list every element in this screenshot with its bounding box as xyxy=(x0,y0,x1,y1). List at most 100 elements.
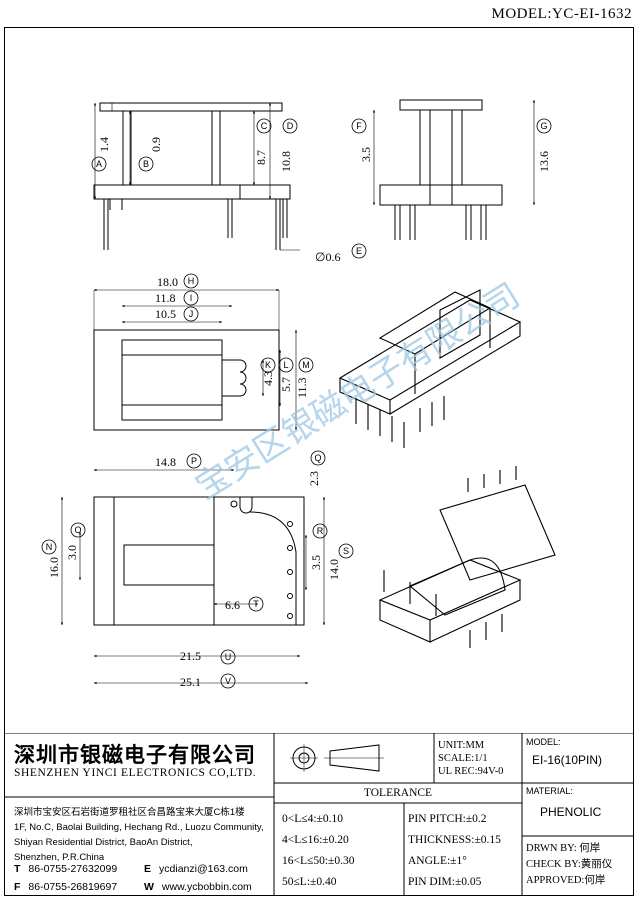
dim-0-9: 0.9 xyxy=(149,137,163,152)
unit-info: UNIT:MM SCALE:1/1 UL REC:94V-0 xyxy=(438,739,503,778)
dim-5-7: 5.7 xyxy=(279,377,293,392)
company-name-en: SHENZHEN YINCI ELECTRONICS CO,LTD. xyxy=(14,767,257,779)
dim-11-8: 11.8 xyxy=(155,291,176,305)
callout-s: S xyxy=(338,543,354,559)
dim-18-0: 18.0 xyxy=(157,275,178,289)
callout-n: N xyxy=(41,539,57,555)
callout-d: D xyxy=(282,118,298,134)
address-line: 深圳市宝安区石岩街道罗租社区合昌路宝来大厦C栋1楼 xyxy=(14,807,245,818)
tolerance-col-2: PIN PITCH:±0.2 THICKNESS:±0.15 ANGLE:±1°… xyxy=(408,809,501,893)
dim-6-6: 6.6 xyxy=(225,598,240,612)
unit-label: UNIT:MM xyxy=(438,740,485,751)
svg-text:O: O xyxy=(74,525,81,535)
dim-3-0: 3.0 xyxy=(65,545,79,560)
svg-text:I: I xyxy=(190,293,193,303)
svg-text:C: C xyxy=(261,121,268,131)
signoff-block: DRWN BY: 何岸 CHECK BY:黄丽仪 APPROVED:何岸 xyxy=(526,841,612,889)
svg-text:L: L xyxy=(283,360,288,370)
svg-text:M: M xyxy=(302,360,310,370)
web-value[interactable]: www.ycbobbin.com xyxy=(161,881,252,893)
callout-b: B xyxy=(138,156,154,172)
tolerance-row: 0<L≤4:±0.10 xyxy=(282,813,343,825)
email-value[interactable]: ycdianzi@163.com xyxy=(159,863,248,875)
tolerance-row: 16<L≤50:±0.30 xyxy=(282,855,355,867)
tolerance-row: ANGLE:±1° xyxy=(408,855,467,867)
technical-drawing: 1.4 0.9 8.7 10.8 3.5 13.6 ∅0.6 18.0 11.8… xyxy=(41,99,556,689)
top-view xyxy=(93,288,298,431)
fax-value: 86-0755-26819697 xyxy=(28,881,118,893)
svg-text:V: V xyxy=(225,676,231,686)
callout-h: H xyxy=(183,273,199,289)
dim-16-0: 16.0 xyxy=(47,557,61,578)
model-label: MODEL: xyxy=(526,737,561,747)
iso-view-1 xyxy=(338,289,522,448)
drawing-frame xyxy=(4,27,634,896)
company-name-cn: 深圳市银磁电子有限公司 xyxy=(14,743,256,767)
svg-text:J: J xyxy=(189,309,194,319)
drawn-by: DRWN BY: 何岸 xyxy=(526,843,601,854)
dim-pin-dia: ∅0.6 xyxy=(315,250,340,264)
svg-text:Q: Q xyxy=(314,453,321,463)
svg-text:S: S xyxy=(343,546,349,556)
svg-text:E: E xyxy=(356,246,362,256)
side-view xyxy=(372,99,536,240)
callout-t: T xyxy=(248,596,264,612)
address-line: Shenzhen, P.R.China xyxy=(14,852,105,863)
check-by: CHECK BY:黄丽仪 xyxy=(526,859,613,870)
callout-g: G xyxy=(536,118,552,134)
dim-21-5: 21.5 xyxy=(180,649,201,663)
callout-l: L xyxy=(278,357,294,373)
dim-8-7: 8.7 xyxy=(254,150,268,165)
iso-view-2 xyxy=(378,466,556,648)
dim-4-3: 4.3 xyxy=(261,371,275,386)
svg-text:B: B xyxy=(143,159,149,169)
dim-10-8: 10.8 xyxy=(279,151,293,172)
dim-1-4: 1.4 xyxy=(97,137,111,152)
svg-text:U: U xyxy=(225,652,232,662)
svg-text:D: D xyxy=(287,121,294,131)
callout-j: J xyxy=(183,306,199,322)
dim-3-5-bottom: 3.5 xyxy=(309,555,323,570)
dim-3-5-side: 3.5 xyxy=(359,147,373,162)
approved-by: APPROVED:何岸 xyxy=(526,875,606,886)
tolerance-title: TOLERANCE xyxy=(363,787,433,799)
callout-f: F xyxy=(351,118,367,134)
tolerance-row: THICKNESS:±0.15 xyxy=(408,834,501,846)
svg-text:P: P xyxy=(191,456,197,466)
tolerance-row: 4<L≤16:±0.20 xyxy=(282,834,349,846)
front-view xyxy=(93,102,300,251)
svg-text:K: K xyxy=(265,360,271,370)
callout-e: E xyxy=(351,243,367,259)
svg-text:F: F xyxy=(356,121,362,131)
title-block: 深圳市银磁电子有限公司 SHENZHEN YINCI ELECTRONICS C… xyxy=(4,733,634,896)
dim-10-5: 10.5 xyxy=(155,307,176,321)
bottom-view xyxy=(60,468,326,685)
tel-value: 86-0755-27632099 xyxy=(28,863,118,875)
scale-label: SCALE:1/1 xyxy=(438,753,488,764)
callout-o: O xyxy=(70,522,86,538)
material-value: PHENOLIC xyxy=(540,805,602,819)
dim-11-3: 11.3 xyxy=(295,377,309,398)
svg-text:R: R xyxy=(317,526,324,536)
tolerance-row: PIN DIM:±0.05 xyxy=(408,876,482,888)
tolerance-row: 50≤L:±0.40 xyxy=(282,876,337,888)
material-label: MATERIAL: xyxy=(526,786,573,796)
watermark: 宝安区银磁电子有限公司 xyxy=(189,276,527,508)
ul-label: UL REC:94V-0 xyxy=(438,766,504,777)
dim-14-0: 14.0 xyxy=(327,559,341,580)
callout-v: V xyxy=(220,673,236,689)
callout-k: K xyxy=(260,357,276,373)
title-block-grid xyxy=(4,733,634,896)
address-line: Shiyan Residential District, BaoAn Distr… xyxy=(14,837,193,848)
callout-u: U xyxy=(220,649,236,665)
dim-13-6: 13.6 xyxy=(537,151,551,172)
callout-m: M xyxy=(298,357,314,373)
callout-q: Q xyxy=(310,450,326,466)
svg-text:N: N xyxy=(46,542,53,552)
callout-r: R xyxy=(312,523,328,539)
dim-2-3: 2.3 xyxy=(307,471,321,486)
company-address: 深圳市宝安区石岩街道罗租社区合昌路宝来大厦C栋1楼 1F, No.C, Baol… xyxy=(14,805,272,865)
